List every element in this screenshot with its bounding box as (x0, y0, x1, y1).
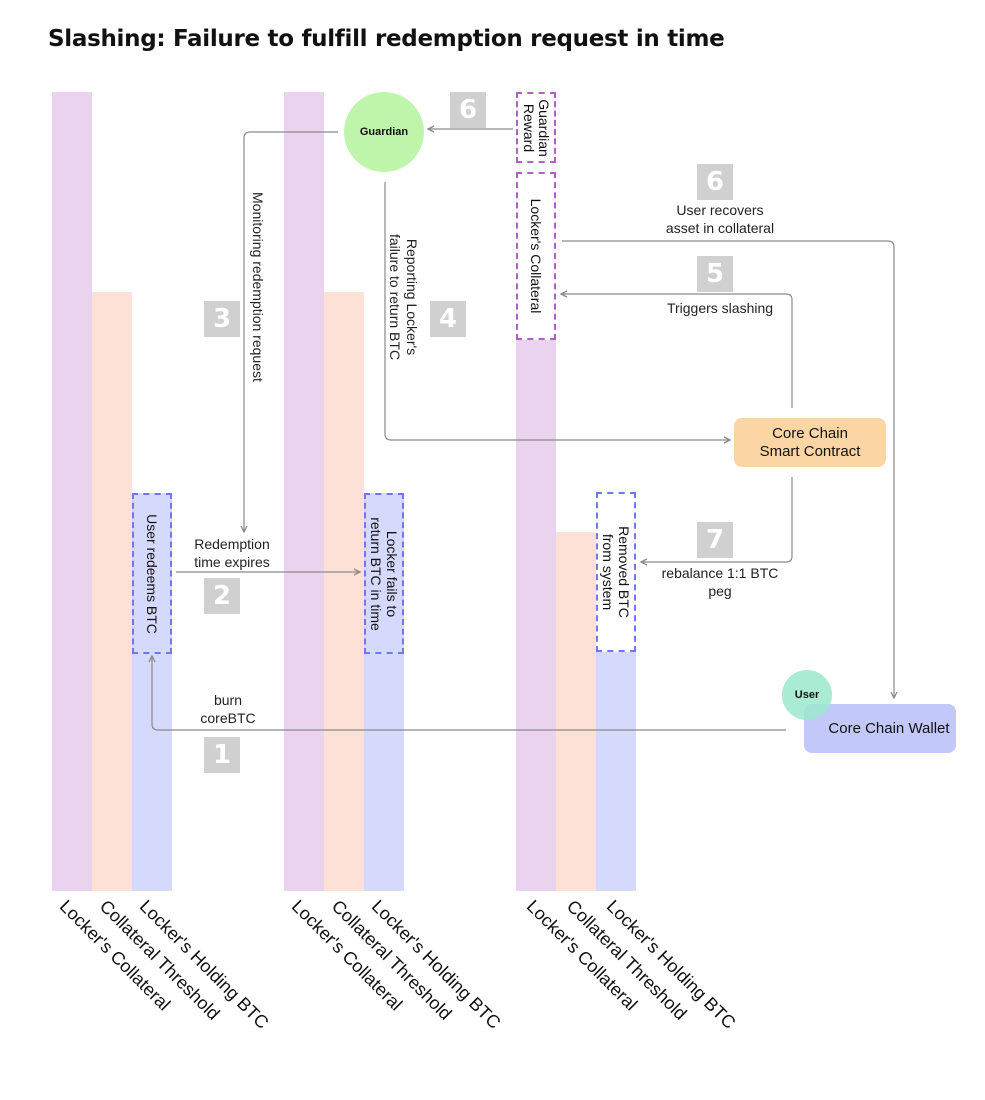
burn-text-1: burn (213, 692, 243, 708)
guardian-reward-box: Guardian Reward (516, 92, 556, 163)
group3-holding-btc-bar (596, 651, 636, 891)
step-3-badge: 3 (204, 301, 240, 337)
core-chain-wallet-node: Core Chain Wallet (804, 704, 956, 753)
guardian-label: Guardian (359, 126, 409, 138)
contract-label-1: Core Chain (772, 424, 848, 442)
rebalance-text-2: peg (708, 583, 732, 599)
burn-text-2: coreBTC (200, 710, 256, 726)
removed-btc-box: Removed BTC from system (596, 492, 636, 652)
expires-text-1: Redemption (194, 536, 270, 552)
arrow-user-recovers (562, 240, 894, 698)
step-5-badge: 5 (697, 256, 733, 292)
expires-text-2: time expires (194, 554, 270, 570)
rebalance-label: rebalance 1:1 BTC peg (645, 564, 795, 600)
group1-threshold-bar (92, 292, 132, 891)
group2-threshold-bar (324, 292, 364, 891)
reporting-label: Reporting Locker's failure to return BTC (386, 234, 420, 360)
step-7-badge: 7 (697, 522, 733, 558)
arrow-burn-corebtc (152, 656, 786, 731)
arrow-monitoring (244, 131, 338, 532)
reporting-text-1: Reporting Locker's (404, 238, 420, 356)
step-6-user-badge: 6 (697, 164, 733, 200)
contract-label-2: Smart Contract (759, 442, 861, 460)
step-4-badge: 4 (430, 301, 466, 337)
rebalance-text-1: rebalance 1:1 BTC (661, 565, 779, 581)
guardian-node: Guardian (344, 92, 424, 172)
step-6-guardian-badge: 6 (450, 92, 486, 128)
smart-contract-node: Core Chain Smart Contract (734, 418, 886, 467)
user-redeems-box: User redeems BTC (132, 493, 172, 654)
group3-collateral-bar (516, 339, 556, 891)
user-recovers-label: User recovers asset in collateral (640, 201, 800, 237)
locker-fails-box: Locker fails to return BTC in time (364, 493, 404, 654)
user-node: User (782, 670, 832, 720)
step-1-badge: 1 (204, 737, 240, 773)
reporting-text-2: failure to return BTC (387, 234, 403, 361)
recovers-text-2: asset in collateral (665, 220, 775, 236)
arrow-triggers-slashing (561, 294, 793, 408)
triggers-slashing-label: Triggers slashing (666, 300, 774, 316)
group2-collateral-bar (284, 92, 324, 891)
step-2-badge: 2 (204, 578, 240, 614)
diagram-title: Slashing: Failure to fulfill redemption … (48, 26, 725, 52)
recovers-text-1: User recovers (676, 202, 764, 218)
wallet-label: Core Chain Wallet (828, 720, 950, 737)
lockers-collateral-box: Locker's Collateral (516, 172, 556, 340)
arrow-reporting (384, 182, 730, 440)
group2-holding-btc-bar (364, 653, 404, 891)
burn-corebtc-label: burn coreBTC (190, 691, 266, 727)
user-label: User (794, 689, 820, 701)
redemption-expires-label: Redemption time expires (180, 535, 284, 571)
arrow-rebalance (641, 477, 793, 562)
monitoring-label: Monitoring redemption request (250, 192, 266, 382)
group1-collateral-bar (52, 92, 92, 891)
group3-threshold-bar (556, 532, 596, 891)
